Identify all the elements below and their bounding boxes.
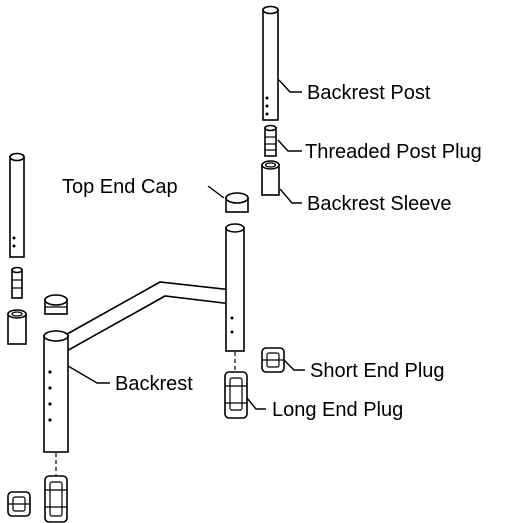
threaded-post-plug-left [11,266,23,299]
label-threaded-post-plug: Threaded Post Plug [305,141,482,163]
label-backrest: Backrest [115,373,193,395]
label-long-end-plug: Long End Plug [272,399,404,421]
top-end-cap-left [44,294,68,315]
leader-short-end-plug [283,359,305,371]
backrest-sleeve-right [261,160,280,196]
threaded-post-plug-right [264,124,277,157]
backrest-post-left [9,152,25,258]
long-end-plug-left [44,475,68,523]
leader-threaded-post-plug [277,139,302,152]
backrest-frame [43,223,245,453]
label-short-end-plug: Short End Plug [310,360,445,382]
leader-backrest-post [278,79,302,93]
label-top-end-cap: Top End Cap [62,176,178,198]
leader-top-end-cap [207,185,225,199]
short-end-plug-left [7,491,31,517]
long-end-plug-right [224,371,248,419]
leader-backrest-sleeve [279,188,302,204]
label-backrest-post: Backrest Post [307,82,431,104]
leader-backrest [67,365,110,384]
short-end-plug-right [261,347,285,373]
backrest-post-right [262,5,279,121]
backrest-sleeve-left [7,309,27,345]
label-backrest-sleeve: Backrest Sleeve [307,193,452,215]
top-end-cap-right [225,192,249,213]
leader-long-end-plug [246,397,266,410]
